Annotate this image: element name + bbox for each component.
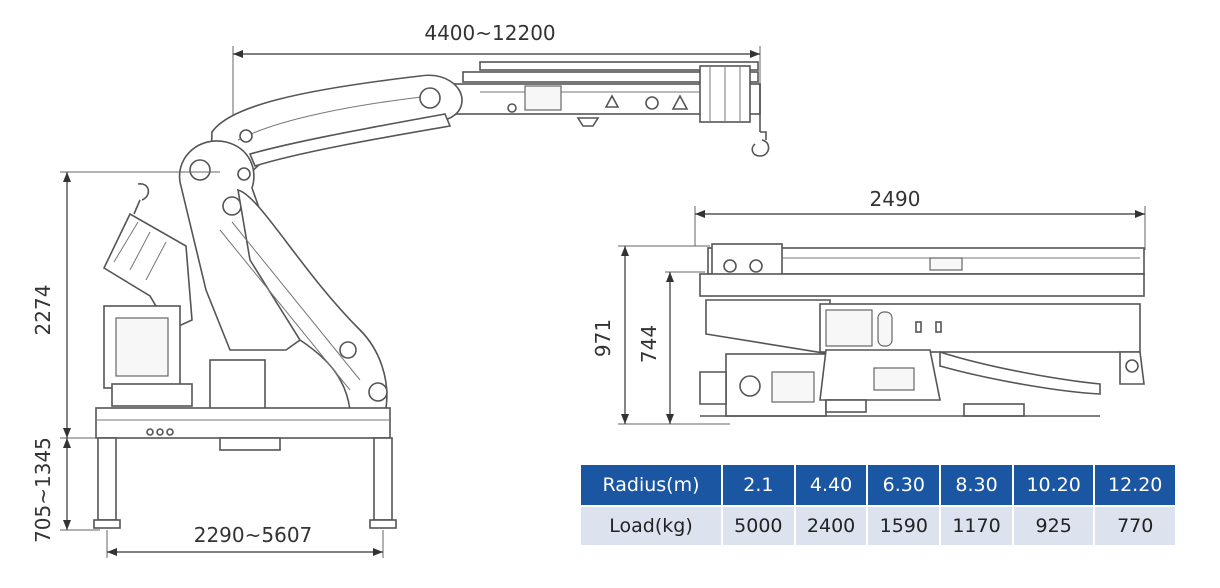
outrigger-span-dimension: 2290~5607 [106,523,384,558]
radius-cell: 6.30 [868,465,940,507]
radius-row: Radius(m) 2.1 4.40 6.30 8.30 10.20 12.20 [581,465,1175,507]
leg-height-label: 705~1345 [31,437,55,543]
folded-base [699,349,1100,417]
base-frame [95,305,391,451]
load-header: Load(kg) [581,507,721,545]
height-label: 2274 [31,285,55,336]
crane-side-view: 4400~12200 [31,21,770,558]
load-cell: 1170 [941,507,1012,545]
outrigger-span-label: 2290~5607 [194,523,313,547]
radius-header: Radius(m) [581,465,721,507]
load-row: Load(kg) 5000 2400 1590 1170 925 770 [581,507,1175,545]
reach-label: 4400~12200 [424,21,555,45]
load-cell: 770 [1095,507,1175,545]
left-stabiliser [102,183,193,332]
folded-height-total-label: 971 [591,319,615,357]
width-dimension: 2490 [694,187,1146,250]
main-boom [209,74,463,193]
load-chart-table: Radius(m) 2.1 4.40 6.30 8.30 10.20 12.20… [579,465,1177,545]
width-label: 2490 [870,187,921,211]
load-cell: 925 [1013,507,1094,545]
crane-column [178,140,388,411]
load-cell: 1590 [868,507,940,545]
radius-cell: 8.30 [941,465,1012,507]
crane-folded-view: 2490 [591,187,1146,425]
load-cell: 5000 [723,507,794,545]
folded-height-dimensions: 971 744 [591,245,730,425]
folded-boom-package [699,243,1145,395]
outrigger-legs [93,437,397,529]
extension-boom [429,61,770,157]
radius-cell: 2.1 [723,465,794,507]
radius-cell: 12.20 [1095,465,1175,507]
height-dimension: 2274 705~1345 [31,171,220,543]
radius-cell: 4.40 [795,465,867,507]
radius-cell: 10.20 [1013,465,1094,507]
folded-height-body-label: 744 [637,325,661,363]
load-cell: 2400 [795,507,867,545]
reach-dimension: 4400~12200 [232,21,761,130]
